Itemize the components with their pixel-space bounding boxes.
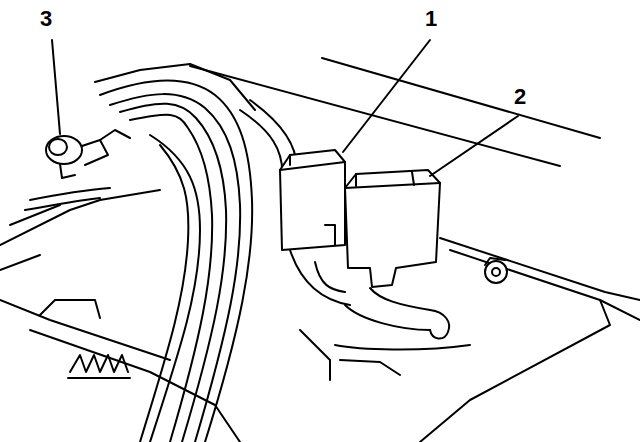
callout-number: 1: [425, 8, 437, 30]
callout-number: 3: [40, 8, 52, 30]
callout-number: 2: [514, 86, 526, 108]
